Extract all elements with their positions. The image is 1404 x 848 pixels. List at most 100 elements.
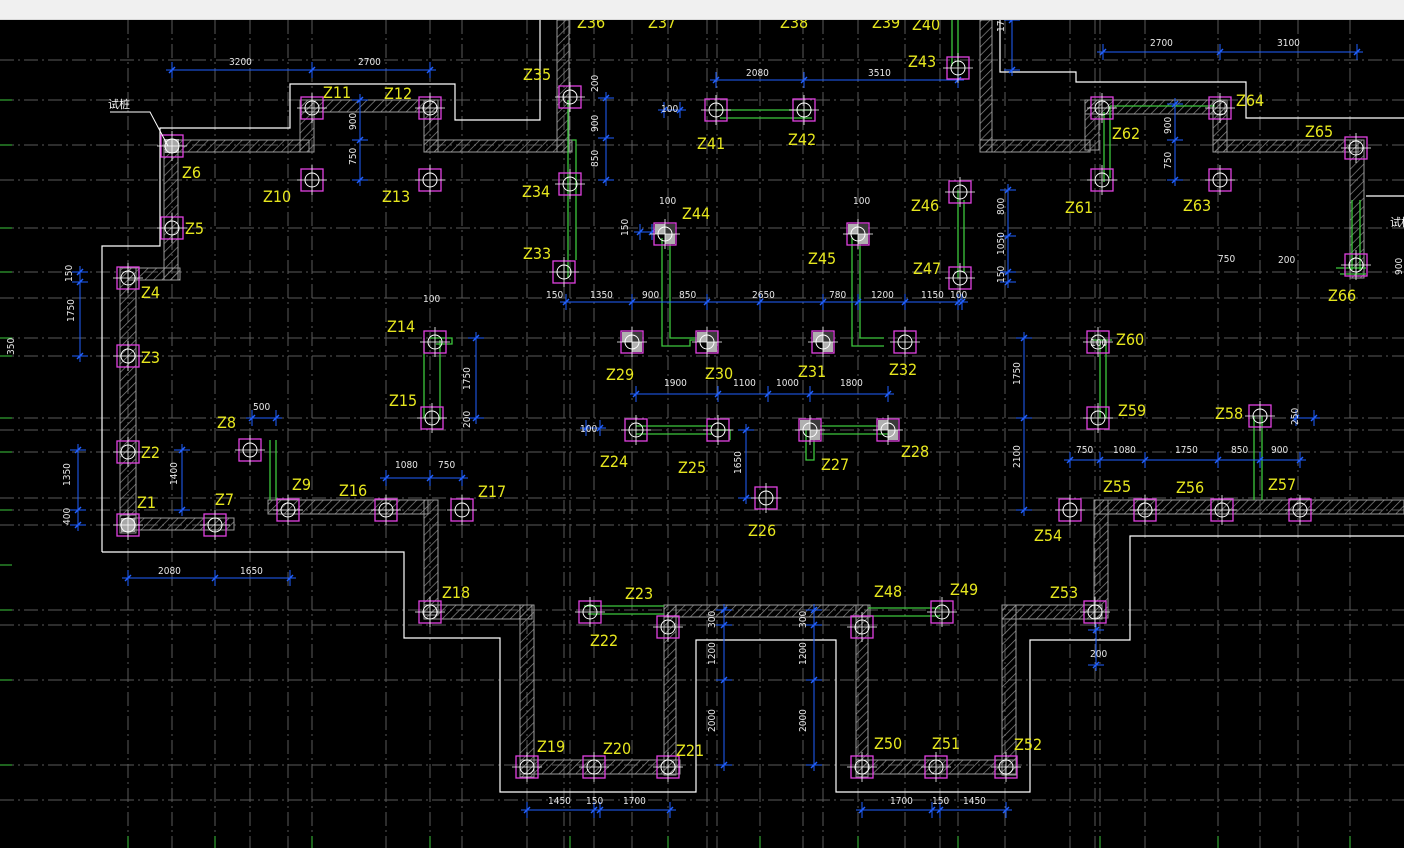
column-pile — [575, 597, 605, 627]
dimension-text: 100 — [659, 196, 676, 207]
column-label: Z37 — [648, 20, 676, 32]
column-pile — [991, 752, 1021, 782]
column-label: Z51 — [932, 734, 960, 753]
column-pile — [650, 219, 680, 249]
column-label: Z12 — [384, 84, 412, 103]
wall-band — [299, 99, 439, 113]
column-pile — [1341, 250, 1371, 280]
column-pile — [1087, 165, 1117, 195]
dimension-text: 850 — [679, 290, 696, 301]
column-pile — [692, 327, 722, 357]
tie-beams — [269, 20, 1366, 617]
dimension-text: 1200 — [871, 290, 894, 301]
tie-beam — [669, 238, 700, 339]
column-pile — [415, 93, 445, 123]
dimension-line — [246, 410, 282, 426]
column-pile — [890, 327, 920, 357]
column-pile — [113, 510, 143, 540]
column-pile — [1083, 327, 1113, 357]
column-label: Z53 — [1050, 583, 1078, 602]
note-label-right: 试桩 — [1390, 215, 1404, 229]
column-label: Z17 — [478, 482, 506, 501]
column-label: Z38 — [780, 20, 808, 32]
column-label: Z46 — [911, 196, 939, 215]
column-label: Z20 — [603, 739, 631, 758]
dimension-line — [856, 802, 1012, 818]
dimension-text: 1350 — [62, 463, 73, 486]
column-pile — [512, 752, 542, 782]
column-label: Z35 — [523, 65, 551, 84]
column-pile — [415, 597, 445, 627]
note-label: 试桩 — [108, 97, 130, 111]
dimension-text: 100 — [661, 104, 678, 115]
column-pile — [273, 495, 303, 525]
tie-beam — [851, 238, 884, 347]
dimension-line — [1097, 44, 1363, 60]
dimension-text: 1100 — [733, 378, 756, 389]
column-pile — [843, 219, 873, 249]
column-pile — [945, 177, 975, 207]
dimension-text: 150 — [64, 265, 75, 282]
column-pile — [1055, 495, 1085, 525]
dimension-text: 1200 — [798, 642, 809, 665]
dimension-text: 2080 — [158, 566, 181, 577]
column-pile — [751, 483, 781, 513]
column-pile — [157, 213, 187, 243]
column-pile — [945, 263, 975, 293]
column-pile — [921, 752, 951, 782]
column-pile — [297, 93, 327, 123]
dimension-line — [630, 386, 894, 402]
dimension-text: 750 — [438, 460, 455, 471]
column-label: Z45 — [808, 249, 836, 268]
tie-beam — [859, 238, 884, 339]
column-pile — [873, 415, 903, 445]
dimension-line — [521, 802, 676, 818]
column-pile — [1205, 93, 1235, 123]
column-label: Z27 — [821, 455, 849, 474]
column-label: Z2 — [141, 443, 160, 462]
column-pile — [555, 82, 585, 112]
column-label: Z52 — [1014, 735, 1042, 754]
column-label: Z43 — [908, 52, 936, 71]
column-label: Z48 — [874, 582, 902, 601]
column-pile — [549, 257, 579, 287]
column-label: Z11 — [323, 83, 351, 102]
wall-band — [663, 604, 871, 618]
dimension-text: 100 — [580, 424, 597, 435]
column-pile — [1341, 133, 1371, 163]
column-label: Z29 — [606, 365, 634, 384]
column-pile — [415, 165, 445, 195]
column-label: Z33 — [523, 244, 551, 263]
dimension-text: 400 — [62, 508, 73, 525]
dimension-text: 1400 — [169, 462, 180, 485]
dimension-text: 1450 — [963, 796, 986, 807]
dimension-line — [174, 444, 190, 516]
dimension-line — [70, 444, 86, 531]
column-pile — [297, 165, 327, 195]
dimension-text: 200 — [462, 411, 473, 428]
dimension-text: 1000 — [776, 378, 799, 389]
dimension-text: 100 — [423, 294, 440, 305]
dimension-text: 750 — [1076, 445, 1093, 456]
dimension-text: 900 — [348, 113, 359, 130]
column-label: Z54 — [1034, 526, 1062, 545]
column-label: Z28 — [901, 442, 929, 461]
dimension-text: 1080 — [1113, 445, 1136, 456]
dimension-text: 2650 — [752, 290, 775, 301]
column-label: Z62 — [1112, 124, 1140, 143]
dimension-text: 1650 — [240, 566, 263, 577]
wall-band — [1093, 499, 1404, 515]
dimension-line — [72, 266, 88, 362]
dimension-line — [658, 102, 686, 118]
column-pile — [113, 341, 143, 371]
column-label: Z65 — [1305, 122, 1333, 141]
column-label: Z57 — [1268, 475, 1296, 494]
column-label: Z31 — [798, 362, 826, 381]
column-label: Z15 — [389, 391, 417, 410]
column-pile — [1207, 495, 1237, 525]
wall-band — [423, 139, 573, 153]
